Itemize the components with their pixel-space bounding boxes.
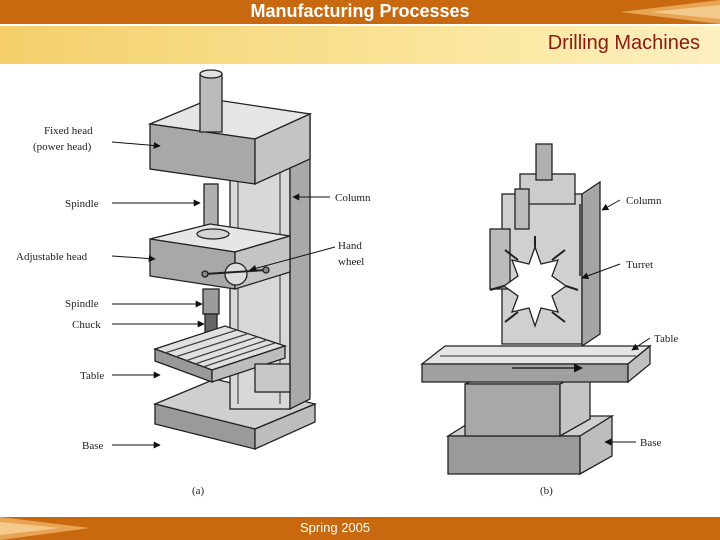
footer-text: Spring 2005 — [300, 520, 371, 535]
subtitle-bar: Drilling Machines — [0, 26, 720, 64]
label-column-a: Column — [335, 192, 371, 204]
label-wheel: wheel — [338, 256, 364, 268]
caption-a: (a) — [192, 485, 205, 497]
footer-decoration — [0, 517, 90, 540]
drilling-machines-figure: Fixed head (power head) Spindle Column H… — [16, 69, 678, 497]
footer-bar: Spring 2005 — [0, 517, 720, 540]
label-spindle-bottom: Spindle — [65, 298, 99, 310]
label-base-b: Base — [640, 437, 662, 449]
header-decoration — [620, 0, 720, 24]
header-title: Manufacturing Processes — [250, 1, 470, 21]
figure-a-leaders — [111, 141, 336, 449]
drill-press-illustration — [147, 69, 318, 451]
label-adjustable-head: Adjustable head — [16, 251, 88, 263]
label-hand: Hand — [338, 240, 362, 252]
label-turret: Turret — [626, 259, 653, 271]
label-power-head: (power head) — [33, 141, 92, 153]
figure-b-leaders — [581, 199, 651, 446]
label-table-a: Table — [80, 370, 104, 382]
label-fixed-head: Fixed head — [44, 125, 93, 137]
label-spindle-top: Spindle — [65, 198, 99, 210]
caption-b: (b) — [540, 485, 553, 497]
label-base-a: Base — [82, 440, 104, 452]
turret-drill-illustration — [420, 143, 652, 476]
page-title: Drilling Machines — [547, 32, 700, 54]
label-table-b: Table — [654, 333, 678, 345]
header-bar: Manufacturing Processes — [0, 0, 720, 24]
label-column-b: Column — [626, 195, 662, 207]
label-chuck: Chuck — [72, 319, 101, 331]
